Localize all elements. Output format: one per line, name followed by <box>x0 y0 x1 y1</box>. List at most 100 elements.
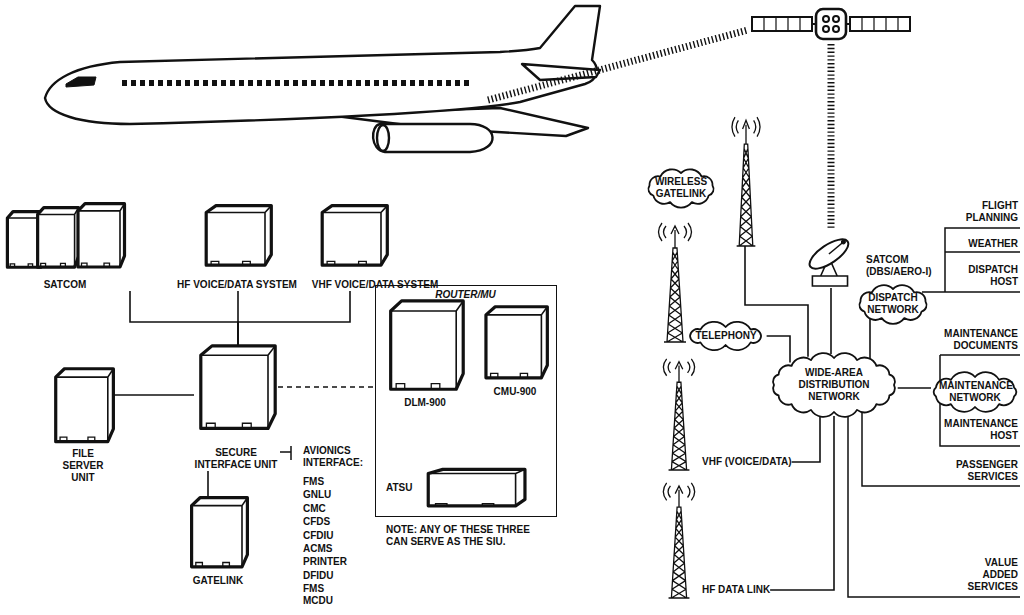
interface-item: CFDIU <box>303 530 334 542</box>
file-server-unit: FILE SERVER UNIT <box>52 368 114 484</box>
connector <box>207 471 209 497</box>
service-label: MAINTENANCE DOCUMENTS <box>942 328 1018 352</box>
cloud-outline <box>690 322 761 350</box>
wide-area-network-cloud: WIDE-AREA DISTRIBUTION NETWORK <box>769 353 899 417</box>
cloud-label: TELEPHONY <box>695 330 756 342</box>
radio-tower <box>729 116 763 246</box>
connector <box>114 394 194 396</box>
cloud-label: WIRELESS GATELINK <box>653 176 709 200</box>
unit-label: SECURE INTERFACE UNIT <box>194 447 278 471</box>
avionics-unit-icon <box>422 469 526 507</box>
tower-lattice <box>663 483 694 598</box>
cloud-outline <box>773 353 895 417</box>
avionics-unit-icon <box>188 497 248 569</box>
cloud-outline <box>934 372 1017 412</box>
satellite <box>862 17 898 31</box>
interface-item: PRINTER <box>303 556 347 568</box>
airplane <box>122 80 470 86</box>
unit-label: DLM-900 <box>404 397 446 409</box>
vhf-ground-tower: VHF (VOICE/DATA) <box>660 358 792 470</box>
connector <box>792 415 820 462</box>
interface-item: FMS <box>303 476 324 488</box>
unit-connector <box>211 261 250 265</box>
secure-interface-unit: SECURE INTERFACE UNIT <box>194 345 278 471</box>
unit-front-edge <box>322 206 387 266</box>
list-heading: AVIONICS INTERFACE: <box>303 445 365 469</box>
hf-ground-tower: HF DATA LINK <box>660 482 770 598</box>
unit-connector <box>41 263 66 267</box>
avionics-unit-icon <box>35 207 79 269</box>
satellite-dish <box>800 232 862 288</box>
cloud-label: DISPATCH NETWORK <box>865 292 921 316</box>
interface-item: DFIDU <box>303 570 334 582</box>
gatelink-unit: GATELINK <box>188 497 248 587</box>
airplane <box>45 6 600 152</box>
interface-item: CMC <box>303 503 326 515</box>
cloud-outline <box>648 169 713 207</box>
hf-unit: HF VOICE/DATA SYSTEM <box>177 205 297 291</box>
cmu-900-unit: CMU-900 <box>482 306 548 398</box>
unit-front-edge <box>486 307 547 378</box>
unit-front-edge <box>192 498 248 567</box>
connector <box>130 291 238 345</box>
unit-front-edge <box>201 346 275 429</box>
unit-front-edge <box>38 208 79 268</box>
wireless-gatelink-cloud: WIRELESS GATELINK <box>644 116 763 246</box>
unit-label: VHF (VOICE/DATA) <box>702 456 792 468</box>
vhf-unit: VHF VOICE/DATA SYSTEM <box>312 205 439 291</box>
service-label: WEATHER <box>968 238 1018 250</box>
unit-outline <box>322 206 387 266</box>
dish-bowl <box>805 234 853 274</box>
connector <box>898 387 931 389</box>
unit-front-edge <box>206 206 271 266</box>
connector <box>869 319 871 360</box>
unit-connector <box>327 261 366 265</box>
radio-beam <box>488 30 748 100</box>
unit-outline <box>391 301 464 389</box>
unit-connector <box>206 423 251 428</box>
service-label: PASSENGER SERVICES <box>950 459 1018 483</box>
service-label: DISPATCH HOST <box>962 264 1018 288</box>
unit-front-edge <box>78 204 125 267</box>
airplane <box>377 125 389 151</box>
leader-line <box>280 228 1020 597</box>
dashed-connector <box>278 386 375 388</box>
unit-outline <box>192 498 248 567</box>
service-label: FLIGHT PLANNING <box>958 200 1018 224</box>
unit-front-edge <box>428 469 525 505</box>
interface-item: FMS MCDU <box>303 583 337 607</box>
unit-outline <box>486 307 547 378</box>
satellite <box>823 16 829 22</box>
unit-label: ATSU <box>386 482 412 494</box>
satcom-ground-station: SATCOM (DBS/AERO-I) <box>800 232 940 288</box>
dish-feed <box>841 240 845 244</box>
box-title: ROUTER/MU <box>435 289 496 301</box>
unit-connector <box>396 384 440 390</box>
cloud-outline <box>859 285 926 324</box>
satellite <box>833 16 839 22</box>
service-label: VALUE ADDED SERVICES <box>966 557 1018 593</box>
unit-label: HF VOICE/DATA SYSTEM <box>177 279 297 291</box>
tower-lattice <box>659 223 692 342</box>
connector <box>770 416 834 590</box>
unit-label: FILE SERVER UNIT <box>52 448 114 484</box>
unit-outline <box>38 208 79 268</box>
avionics-unit-icon <box>386 300 464 392</box>
unit-connector <box>60 437 95 442</box>
unit-front-edge <box>56 369 114 442</box>
dish-base <box>812 276 847 286</box>
unit-front-edge <box>391 301 464 389</box>
interface-item: ACMS <box>303 543 332 555</box>
leader-line <box>922 228 1020 292</box>
unit-outline <box>428 469 525 505</box>
unit-label: CMU-900 <box>494 386 537 398</box>
avionics-unit-icon <box>318 205 388 267</box>
satellite <box>833 26 839 32</box>
leader-line <box>862 405 1020 486</box>
leader-line <box>848 405 1020 597</box>
connector <box>830 288 832 354</box>
unit-outline <box>201 346 275 429</box>
telephony-cloud: TELEPHONY <box>655 222 767 350</box>
avionics-unit-icon <box>482 306 548 380</box>
